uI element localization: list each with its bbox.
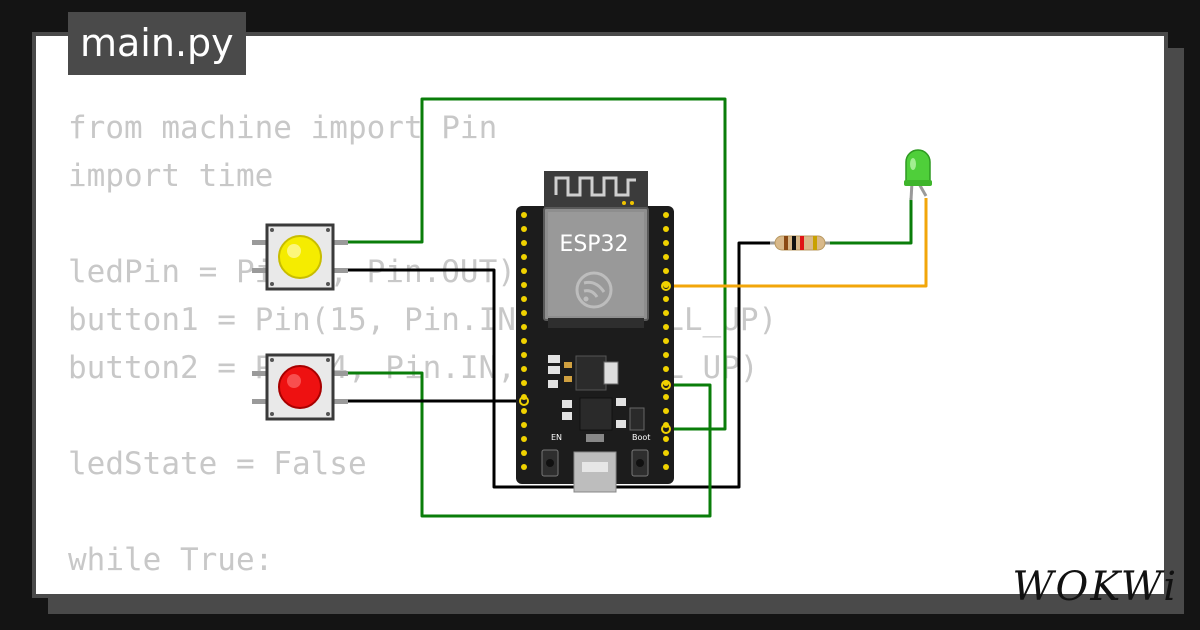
pushbutton-yellow[interactable] xyxy=(252,223,348,291)
wire-green-top xyxy=(344,97,727,431)
code-line: import time xyxy=(68,158,274,194)
resistor[interactable] xyxy=(770,235,830,251)
en-label: EN xyxy=(551,433,562,442)
code-line: ledState = False xyxy=(68,446,367,482)
code-line: from machine import Pin xyxy=(68,110,498,146)
chip-label: ESP32 xyxy=(559,232,628,257)
espressif-logo-icon xyxy=(575,271,613,309)
button-cap-red[interactable] xyxy=(278,365,322,409)
wire-green-led xyxy=(825,198,913,245)
wire-green-bottom xyxy=(344,371,712,518)
file-tab[interactable]: main.py xyxy=(68,12,246,75)
button-cap-yellow[interactable] xyxy=(278,235,322,279)
wire-orange xyxy=(666,198,928,288)
boot-label: Boot xyxy=(632,433,650,442)
code-line: while True: xyxy=(68,542,274,578)
pushbutton-red[interactable] xyxy=(252,353,348,421)
led-green[interactable] xyxy=(904,149,932,201)
esp32-board[interactable]: ESP32 EN Boot xyxy=(516,171,674,493)
wokwi-logo: WOKWi xyxy=(1012,564,1178,610)
